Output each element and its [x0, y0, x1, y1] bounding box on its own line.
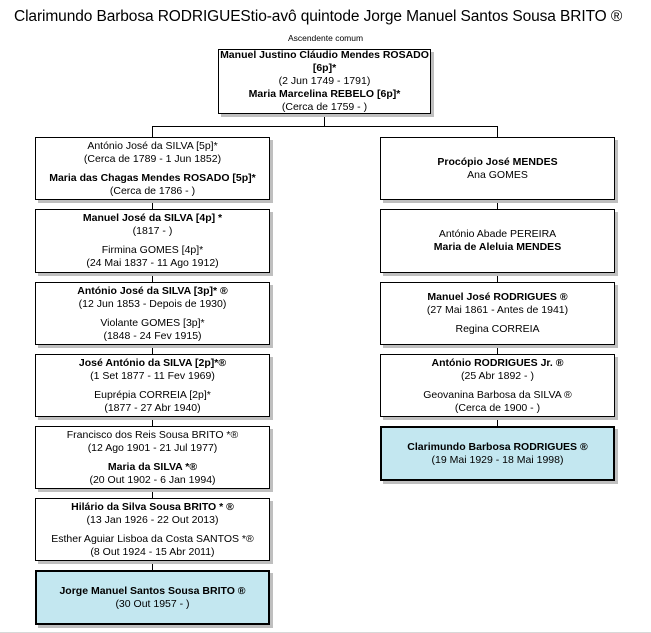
- node-left-0-person2-name: Maria das Chagas Mendes ROSADO [5p]*: [49, 171, 256, 184]
- connector-left-5-6: [152, 561, 153, 570]
- connector-root-to-right: [497, 126, 498, 137]
- node-left-4-person2-name: Maria da SILVA *®: [107, 460, 198, 473]
- node-left-4-person2-dates: (20 Out 1902 - 6 Jan 1994): [89, 473, 216, 486]
- header-relation: tio-avô quinto: [250, 8, 343, 25]
- node-left-5-person2-dates: (8 Out 1924 - 15 Abr 2011): [90, 545, 215, 558]
- node-left-2-person1-dates: (12 Jun 1853 - Depois de 1930): [78, 297, 227, 310]
- node-left-5-person1-dates: (13 Jan 1926 - 22 Out 2013): [86, 513, 219, 526]
- connector-left-3-4: [152, 417, 153, 426]
- node-left-4[interactable]: Francisco dos Reis Sousa BRITO *® (12 Ag…: [35, 426, 270, 489]
- node-right-4-highlighted[interactable]: Clarimundo Barbosa RODRIGUES ® (19 Mai 1…: [380, 426, 615, 481]
- node-right-3-person2-dates: (Cerca de 1900 - ): [454, 401, 541, 414]
- node-right-0-person1-name: Procópio José MENDES: [437, 155, 558, 168]
- node-left-1-person1-name: Manuel José da SILVA [4p] *: [82, 212, 223, 224]
- node-root-person1-dates: (2 Jun 1749 - 1791): [278, 75, 371, 87]
- node-left-6-person1-name: Jorge Manuel Santos Sousa BRITO ®: [59, 584, 246, 597]
- connector-left-4-5: [152, 489, 153, 498]
- node-right-0-person2-name: Ana GOMES: [467, 168, 528, 181]
- node-right-2-person1-name: Manuel José RODRIGUES ®: [427, 291, 568, 303]
- node-left-4-person1-dates: (12 Ago 1901 - 21 Jul 1977): [87, 441, 218, 454]
- node-right-2-person1-dates: (27 Mai 1861 - Antes de 1941): [426, 304, 569, 316]
- connector-right-3-4: [497, 417, 498, 426]
- node-left-0[interactable]: António José da SILVA [5p]* (Cerca de 17…: [35, 137, 270, 200]
- header-target-name: de Jorge Manuel Santos Sousa BRITO ®: [342, 8, 623, 25]
- node-left-5[interactable]: Hilário da Silva Sousa BRITO * ® (13 Jan…: [35, 498, 270, 561]
- connector-right-1-2: [497, 273, 498, 282]
- node-left-3-person1-name: José António da SILVA [2p]*®: [78, 356, 227, 369]
- connector-root-to-left: [152, 126, 153, 137]
- common-ancestor-label: Ascendente comum: [287, 33, 364, 43]
- connector-left-1-2: [152, 273, 153, 282]
- page-title: Clarimundo Barbosa RODRIGUEStio-avô quin…: [0, 4, 651, 30]
- connector-right-2-3: [497, 345, 498, 354]
- connector-root-stem: [324, 114, 325, 126]
- node-root-person1-name: Manuel Justino Cláudio Mendes ROSADO: [220, 49, 429, 61]
- node-right-1[interactable]: António Abade PEREIRA Maria de Aleluia M…: [380, 209, 615, 273]
- node-right-3-person2-name: Geovanina Barbosa da SILVA ®: [423, 388, 572, 401]
- node-left-0-person1-dates: (Cerca de 1789 - 1 Jun 1852): [83, 152, 222, 165]
- node-right-1-person1-name: António Abade PEREIRA: [438, 228, 557, 240]
- node-left-6-highlighted[interactable]: Jorge Manuel Santos Sousa BRITO ® (30 Ou…: [35, 570, 270, 625]
- node-root[interactable]: Manuel Justino Cláudio Mendes ROSADO [6p…: [218, 49, 431, 114]
- node-left-3-person2-dates: (1877 - 27 Abr 1940): [104, 401, 201, 414]
- node-root-person2-dates: (Cerca de 1759 - ): [281, 101, 368, 113]
- node-left-2-person2-dates: (1848 - 24 Fev 1915): [103, 329, 202, 342]
- node-right-4-person1-dates: (19 Mai 1929 - 18 Mai 1998): [431, 453, 564, 466]
- node-root-person1-name-line2: [6p]*: [312, 62, 337, 74]
- node-right-2[interactable]: Manuel José RODRIGUES ® (27 Mai 1861 - A…: [380, 282, 615, 345]
- node-right-4-person1-name: Clarimundo Barbosa RODRIGUES ®: [407, 440, 588, 453]
- node-left-3[interactable]: José António da SILVA [2p]*® (1 Set 1877…: [35, 354, 270, 417]
- node-right-1-person2-name: Maria de Aleluia MENDES: [433, 241, 562, 253]
- node-right-3-person1-dates: (25 Abr 1892 - ): [461, 369, 534, 382]
- node-left-4-person1-name: Francisco dos Reis Sousa BRITO *®: [66, 428, 239, 441]
- node-right-3[interactable]: António RODRIGUES Jr. ® (25 Abr 1892 - )…: [380, 354, 615, 417]
- node-right-2-person2-name: Regina CORREIA: [455, 323, 540, 335]
- node-left-2-person2-name: Violante GOMES [3p]*: [100, 316, 205, 329]
- node-left-1-person1-dates: (1817 - ): [132, 225, 173, 237]
- node-left-5-person2-name: Esther Aguiar Lisboa da Costa SANTOS *®: [51, 532, 254, 545]
- connector-right-0-1: [497, 200, 498, 209]
- connector-root-bus: [152, 126, 497, 127]
- connector-left-0-1: [152, 200, 153, 209]
- node-root-person2-name: Maria Marcelina REBELO [6p]*: [248, 88, 401, 100]
- node-left-1-person2-name: Firmina GOMES [4p]*: [101, 244, 204, 256]
- node-left-5-person1-name: Hilário da Silva Sousa BRITO * ®: [71, 500, 234, 513]
- node-left-3-person1-dates: (1 Set 1877 - 11 Fev 1969): [90, 369, 215, 382]
- header-subject-name: Clarimundo Barbosa RODRIGUES: [14, 8, 251, 25]
- node-left-1[interactable]: Manuel José da SILVA [4p] * (1817 - ) Fi…: [35, 209, 270, 273]
- connector-left-2-3: [152, 345, 153, 354]
- node-left-2-person1-name: António José da SILVA [3p]* ®: [77, 284, 228, 297]
- node-left-6-person1-dates: (30 Out 1957 - ): [115, 597, 190, 610]
- node-right-3-person1-name: António RODRIGUES Jr. ®: [431, 356, 564, 369]
- node-left-2[interactable]: António José da SILVA [3p]* ® (12 Jun 18…: [35, 282, 270, 345]
- node-left-0-person2-dates: (Cerca de 1786 - ): [109, 184, 196, 197]
- node-left-3-person2-name: Euprépia CORREIA [2p]*: [94, 388, 211, 401]
- node-left-0-person1-name: António José da SILVA [5p]*: [87, 139, 218, 152]
- node-left-1-person2-dates: (24 Mai 1837 - 11 Ago 1912): [86, 257, 219, 269]
- node-right-0[interactable]: Procópio José MENDES Ana GOMES: [380, 137, 615, 200]
